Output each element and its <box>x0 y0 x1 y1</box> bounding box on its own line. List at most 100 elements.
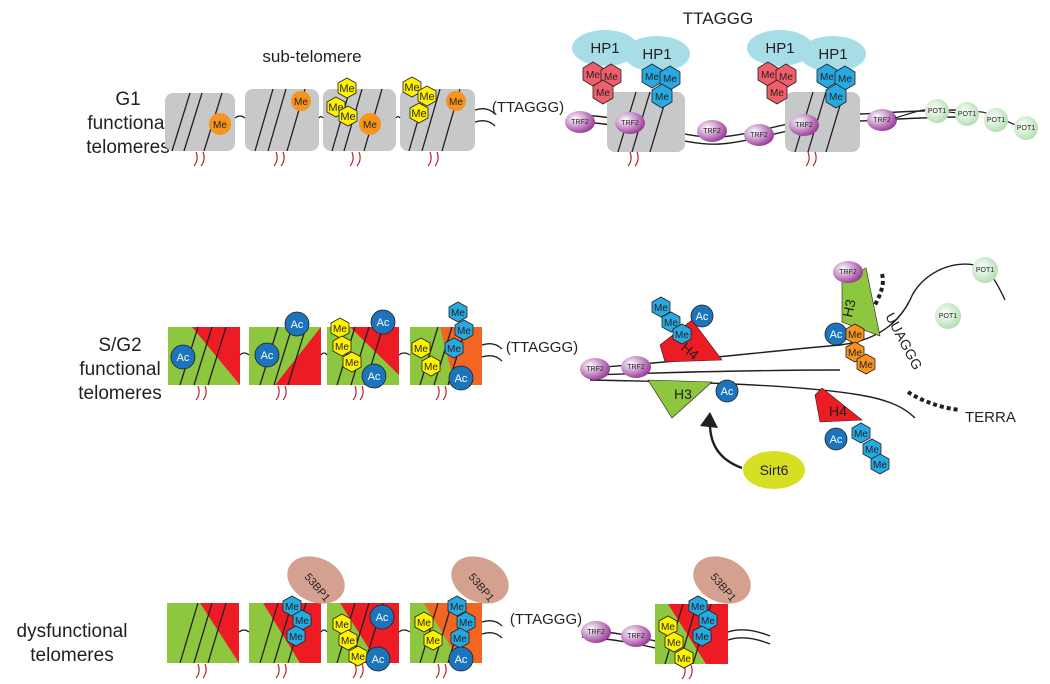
ttaggg-repeat-label: (TTAGGG) <box>510 611 582 628</box>
g1-telomere-nucleosomes <box>607 91 860 167</box>
me-label: Me <box>664 318 678 329</box>
nucleosome <box>165 92 235 167</box>
me-label: Me <box>450 602 464 613</box>
h4-histone-top: H4 Me Me Me Ac <box>651 296 723 363</box>
me-label: Me <box>457 326 471 337</box>
me-label: Me <box>838 74 852 85</box>
me-label: Me <box>411 108 426 120</box>
trf2-label: TRF2 <box>627 633 645 640</box>
dna-dashed-strand <box>873 273 885 306</box>
me-label: Me <box>691 602 705 613</box>
sg2-pot1-proteins: POT1 POT1 <box>935 257 998 329</box>
me-label: Me <box>449 97 463 108</box>
me-label: Me <box>663 74 677 85</box>
me-label: Me <box>701 616 715 627</box>
sg2-acetyl-marks: Ac Ac Ac Ac Ac Ac <box>170 309 474 391</box>
hp1-proteins: HP1 HP1 HP1 HP1 <box>572 30 866 72</box>
me-label: Me <box>667 638 681 649</box>
me-label: Me <box>351 652 365 663</box>
row-label-line: telomeres <box>86 137 169 158</box>
me-label: Me <box>829 92 843 103</box>
me-label: Me <box>586 70 600 81</box>
sg2-trf2-proteins: TRF2 TRF2 TRF2 <box>580 261 863 380</box>
me-label: Me <box>645 72 659 83</box>
pot1-label: POT1 <box>928 108 946 115</box>
ttaggg-repeat-label: (TTAGGG) <box>492 99 564 116</box>
bp53-proteins: 53BP1 53BP1 53BP1 <box>287 556 751 604</box>
row-label-line: functional <box>79 359 160 380</box>
me-label: Me <box>426 636 440 647</box>
hp1-me-hexagons: Me Me Me Me Me Me Me Me Me Me Me Me <box>582 61 856 109</box>
pot1-label: POT1 <box>1017 125 1035 132</box>
me-label: Me <box>335 620 349 631</box>
me-label: Me <box>761 70 775 81</box>
hp1-label: HP1 <box>765 40 794 57</box>
hp1-label: HP1 <box>818 46 847 63</box>
me-label: Me <box>294 97 308 108</box>
ac-label: Ac <box>368 371 381 383</box>
trf2-label: TRF2 <box>873 117 891 124</box>
h4-label: H4 <box>829 403 847 419</box>
g1-trf2-proteins: TRF2 TRF2 TRF2 TRF2 TRF2 TRF2 <box>565 109 897 146</box>
trf2-label: TRF2 <box>839 269 857 276</box>
me-label: Me <box>341 636 355 647</box>
me-label: Me <box>295 616 309 627</box>
me-label: Me <box>289 632 303 643</box>
me-label: Me <box>604 72 618 83</box>
me-label: Me <box>339 83 354 95</box>
terra-label: TERRA <box>965 409 1016 426</box>
sirt6-enzyme: Sirt6 <box>700 412 805 489</box>
yellow-me-hexagons: Me Me Me Me Me Me <box>326 76 437 127</box>
sub-telomere-label: sub-telomere <box>262 47 361 66</box>
trf2-label: TRF2 <box>795 122 813 129</box>
ac-label: Ac <box>455 373 468 385</box>
nucleosome <box>167 602 239 679</box>
me-label: Me <box>695 632 709 643</box>
me-label: Me <box>451 308 465 319</box>
h3-histone-top: H3 Ac Me Me Me <box>824 267 881 375</box>
me-label: Me <box>363 120 377 131</box>
ttaggg-label: TTAGGG <box>683 9 754 28</box>
me-label: Me <box>661 622 675 633</box>
me-label: Me <box>848 348 862 359</box>
me-label: Me <box>453 634 467 645</box>
h3-histone-bottom: H3 Ac <box>647 379 739 419</box>
me-label: Me <box>419 91 434 103</box>
trf2-label: TRF2 <box>703 128 721 135</box>
me-label: Me <box>848 330 862 341</box>
me-label: Me <box>854 429 868 440</box>
me-label: Me <box>655 92 669 103</box>
ac-label: Ac <box>261 350 274 362</box>
me-label: Me <box>677 654 691 665</box>
h3-label: H3 <box>674 386 692 402</box>
me-label: Me <box>414 344 428 355</box>
me-label: Me <box>820 72 834 83</box>
ac-label: Ac <box>377 317 390 329</box>
trf2-label: TRF2 <box>587 629 605 636</box>
me-label: Me <box>873 460 887 471</box>
sg2-subtelomere-nucleosomes <box>168 326 503 401</box>
dysfunctional-acetyl-marks: Ac Ac Ac <box>365 604 474 672</box>
trf2-label: TRF2 <box>627 364 645 371</box>
uuaggg-label: UUAGGG <box>882 310 925 372</box>
row-label-line: telomeres <box>78 383 161 404</box>
h4-histone-bottom: H4 Ac Me Me Me <box>814 387 890 475</box>
me-label: Me <box>285 602 299 613</box>
ac-label: Ac <box>721 386 734 398</box>
row-label-g1: G1 functional telomeres <box>86 89 169 158</box>
pot1-label: POT1 <box>987 117 1005 124</box>
me-label: Me <box>654 303 668 314</box>
me-label: Me <box>675 330 689 341</box>
dysfunctional-trf2-proteins: TRF2 TRF2 <box>581 621 651 647</box>
row-label-line: telomeres <box>30 645 113 666</box>
me-label: Me <box>859 360 873 371</box>
row-label-sg2: S/G2 functional telomeres <box>78 335 161 404</box>
ttaggg-repeat-label: (TTAGGG) <box>506 339 578 356</box>
ac-label: Ac <box>455 654 468 666</box>
ac-label: Ac <box>376 612 389 624</box>
hp1-label: HP1 <box>590 40 619 57</box>
sirt6-label: Sirt6 <box>760 462 789 478</box>
me-label: Me <box>865 445 879 456</box>
nucleosome <box>249 602 321 679</box>
